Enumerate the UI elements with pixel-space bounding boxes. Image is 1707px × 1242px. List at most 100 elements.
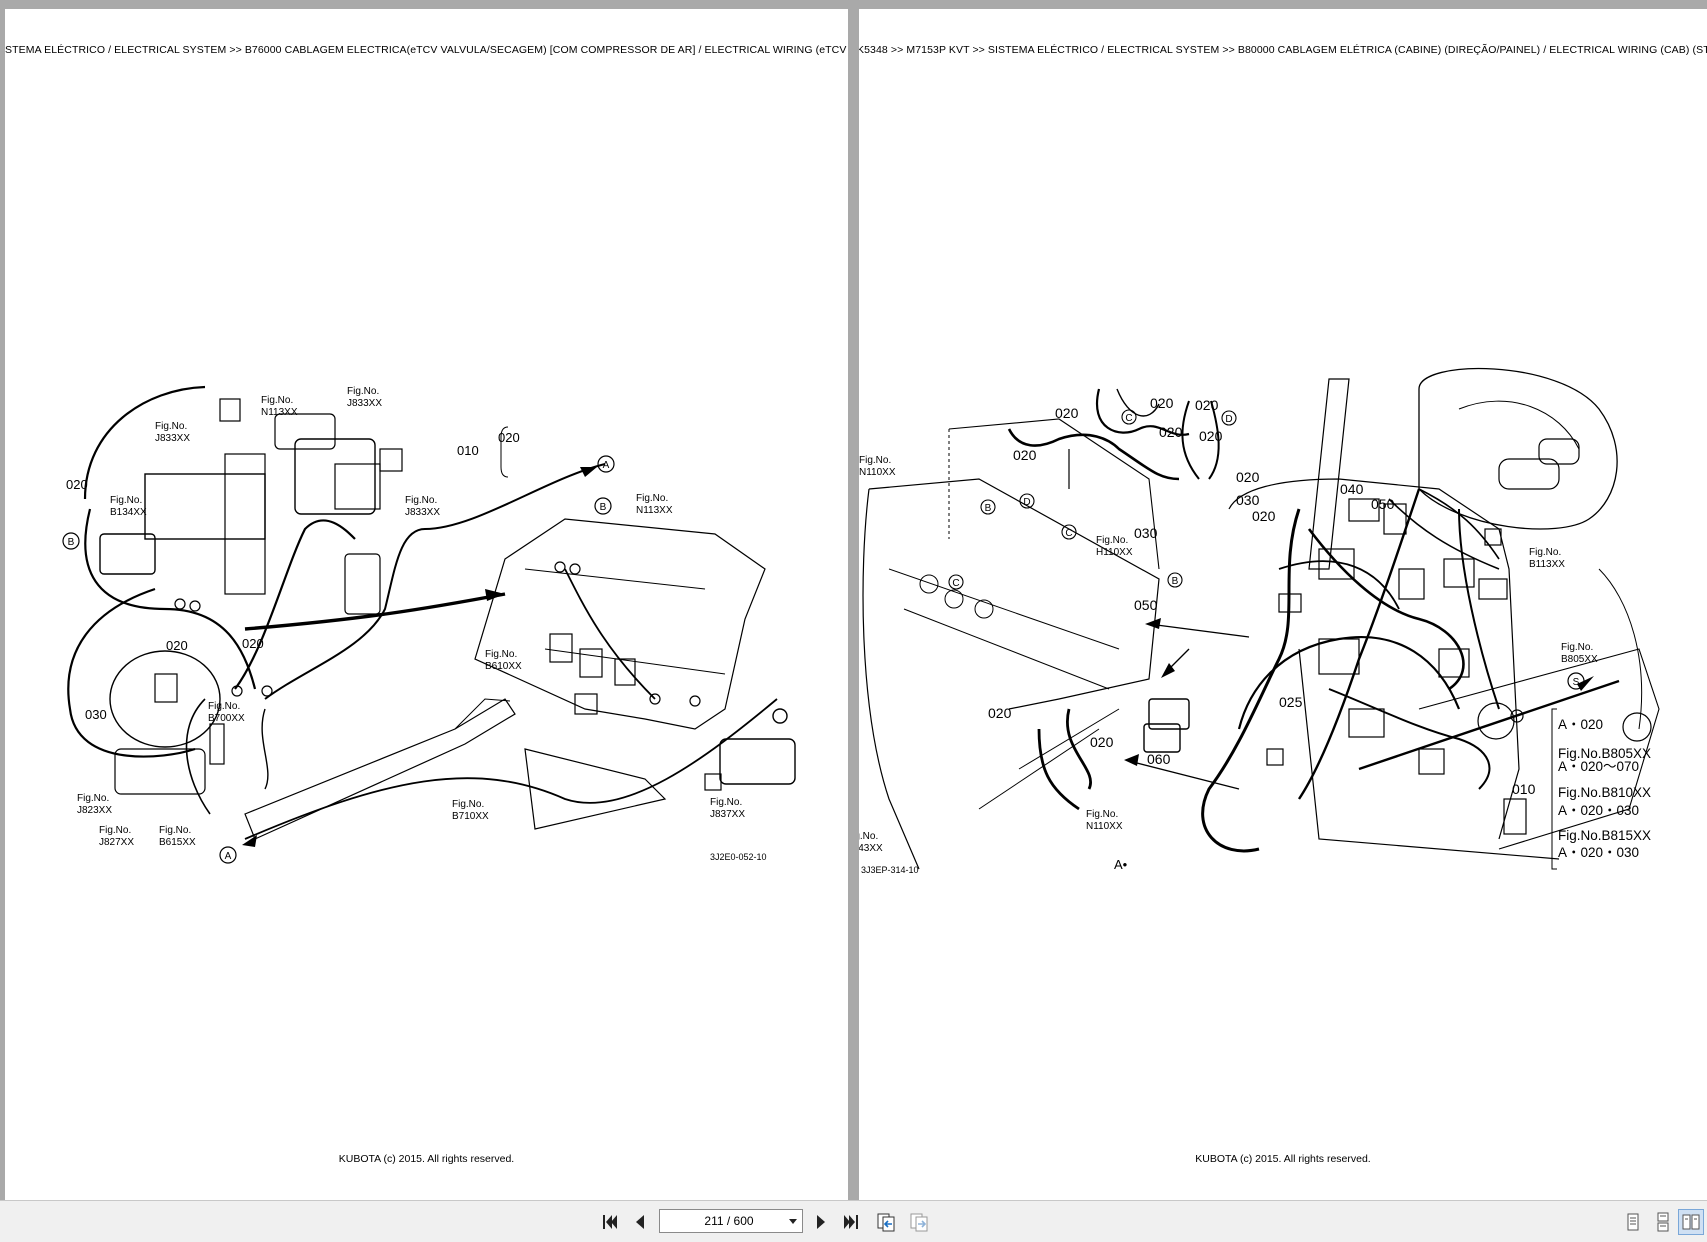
diagram-callout-label: Fig.No.B810XX — [1558, 785, 1651, 800]
diagram-callout-label: N110XX — [1086, 821, 1123, 832]
diagram-callout-label: B — [985, 503, 992, 514]
first-page-button[interactable] — [597, 1209, 623, 1235]
diagram-callout-label: Fig.No. — [1561, 642, 1593, 653]
diagram-callout-label: H110XX — [1096, 547, 1133, 558]
go-forward-icon — [910, 1213, 928, 1232]
fig-j833: J833XX — [155, 433, 190, 444]
diagram-callout-label: Fig.No. — [485, 649, 517, 660]
facing-pages-icon — [1682, 1214, 1700, 1230]
last-page-icon — [844, 1215, 858, 1229]
callout-020: 020 — [166, 638, 188, 653]
diagram-callout-label: 040 — [1340, 481, 1364, 497]
next-page-icon — [817, 1215, 825, 1229]
diagram-callout-label: B805XX — [1561, 654, 1598, 665]
diagram-callout-label: B — [1172, 576, 1179, 587]
diagram-callout-label: 030 — [1236, 492, 1260, 508]
continuous-view-button[interactable] — [1650, 1209, 1676, 1235]
diagram-callout-label: Fig.No. — [77, 793, 109, 804]
diagram-callout-label: Fig.No. — [208, 701, 240, 712]
diagram-callout-label: A・020～070 — [1558, 759, 1639, 774]
callout-020: 020 — [242, 636, 264, 651]
right-page-header: K5348 >> M7153P KVT >> SISTEMA ELÉCTRICO… — [859, 44, 1707, 56]
left-wiring-diagram: 020 020 020 030 010 020 A B B A Fig.No. … — [62, 385, 796, 864]
diagram-callout-label: 030 — [1134, 525, 1158, 541]
marker-b: B — [68, 537, 75, 548]
diagram-callout-label: Fig.No. — [859, 831, 878, 842]
callout-020: 020 — [66, 477, 88, 492]
diagram-callout-label: Fig.No. — [99, 825, 131, 836]
diagram-callout-label: C — [1125, 413, 1132, 424]
diagram-callout-label: 010 — [1512, 781, 1536, 797]
chevron-down-icon[interactable] — [784, 1217, 802, 1225]
diagram-callout-label: Fig.No. — [405, 495, 437, 506]
fig-j827: J827XX — [99, 837, 134, 848]
left-page-header: STEMA ELÉCTRICO / ELECTRICAL SYSTEM >> B… — [5, 44, 848, 56]
diagram-callout-label: D — [1225, 414, 1232, 425]
diagram-callout-label: Fig.No. — [1086, 809, 1118, 820]
diagram-callout-label: 020 — [1195, 397, 1219, 413]
diagram-callout-label: 020 — [1252, 508, 1276, 524]
diagram-callout-label: 020 — [1199, 428, 1223, 444]
diagram-callout-label: 020 — [1055, 405, 1079, 421]
fig-b615: B615XX — [159, 837, 196, 848]
fig-n113: N113XX — [261, 407, 298, 418]
fig-j833: J833XX — [347, 398, 382, 409]
right-page: K5348 >> M7153P KVT >> SISTEMA ELÉCTRICO… — [859, 9, 1707, 1201]
diagram-callout-label: Fig.No. — [155, 421, 187, 432]
fig-j823: J823XX — [77, 805, 112, 816]
right-wiring-diagram: 020 020 020 020 020 030 030 020 040 050 … — [859, 367, 1660, 875]
diagram-callout-label: N110XX — [859, 467, 896, 478]
diagram-callout-label: A・020・030 — [1558, 803, 1639, 818]
diagram-callout-label: 020 — [1150, 395, 1174, 411]
viewer-toolbar: 211 / 600 — [0, 1200, 1707, 1242]
diagram-callout-label: Fig.No. — [347, 386, 379, 397]
previous-page-button[interactable] — [627, 1209, 653, 1235]
first-page-icon — [603, 1215, 617, 1229]
diagram-callout-label: 3J3EP-314-10 — [861, 865, 919, 875]
diagram-callout-label: 020 — [988, 705, 1012, 721]
diagram-callout-label: A・020・030 — [1558, 845, 1639, 860]
fig-b700: B700XX — [208, 713, 245, 724]
diagram-callout-label: 025 — [1279, 694, 1303, 710]
go-forward-button[interactable] — [906, 1209, 932, 1235]
previous-page-icon — [636, 1215, 644, 1229]
diagram-callout-label: B113XX — [1529, 559, 1565, 570]
next-page-button[interactable] — [808, 1209, 834, 1235]
diagram-callout-label: Fig.No. — [859, 455, 891, 466]
fig-b610: B610XX — [485, 661, 522, 672]
diagram-callout-label: Fig.No. — [1096, 535, 1128, 546]
diagram-callout-label: Fig.No. — [636, 493, 668, 504]
diagram-callout-label: Fig.No.B805XX — [1558, 746, 1651, 761]
diagram-callout-label: 020 — [1090, 734, 1114, 750]
page-indicator: 211 / 600 — [704, 1214, 754, 1228]
diagram-callout-label: Fig.No. — [1529, 547, 1561, 558]
diagram-callout-label: Fig.No. — [159, 825, 191, 836]
left-page-footer: KUBOTA (c) 2015. All rights reserved. — [338, 1153, 515, 1165]
diagram-callout-label: P143XX — [859, 843, 883, 854]
marker-a: A — [603, 460, 610, 471]
diagram-callout-label: Fig.No. — [261, 395, 293, 406]
fig-b710: B710XX — [452, 811, 489, 822]
diagram-callout-label: Fig.No. — [452, 799, 484, 810]
document-viewer[interactable]: STEMA ELÉCTRICO / ELECTRICAL SYSTEM >> B… — [0, 0, 1707, 1201]
diagram-callout-label: 050 — [1134, 597, 1158, 613]
callout-030: 030 — [85, 707, 107, 722]
diagram-callout-label: 050 — [1371, 496, 1395, 512]
single-page-view-button[interactable] — [1620, 1209, 1646, 1235]
diagram-callout-label: 060 — [1147, 751, 1171, 767]
last-page-button[interactable] — [838, 1209, 864, 1235]
diagram-callout-label: 020 — [1236, 469, 1260, 485]
diagram-callout-label: 020 — [1159, 424, 1183, 440]
go-back-icon — [877, 1213, 895, 1232]
right-page-footer: KUBOTA (c) 2015. All rights reserved. — [1195, 1153, 1371, 1165]
page-number-field[interactable]: 211 / 600 — [659, 1209, 803, 1233]
fig-j837: J837XX — [710, 809, 745, 820]
single-page-icon — [1627, 1213, 1639, 1231]
diagram-callout-label: C — [952, 578, 959, 589]
go-back-button[interactable] — [873, 1209, 899, 1235]
continuous-page-icon — [1657, 1212, 1669, 1232]
diagram-callout-label: C — [1065, 528, 1072, 539]
fig-n113: N113XX — [636, 505, 673, 516]
diagram-callout-label: D — [1023, 497, 1030, 508]
facing-view-button[interactable] — [1678, 1209, 1704, 1235]
